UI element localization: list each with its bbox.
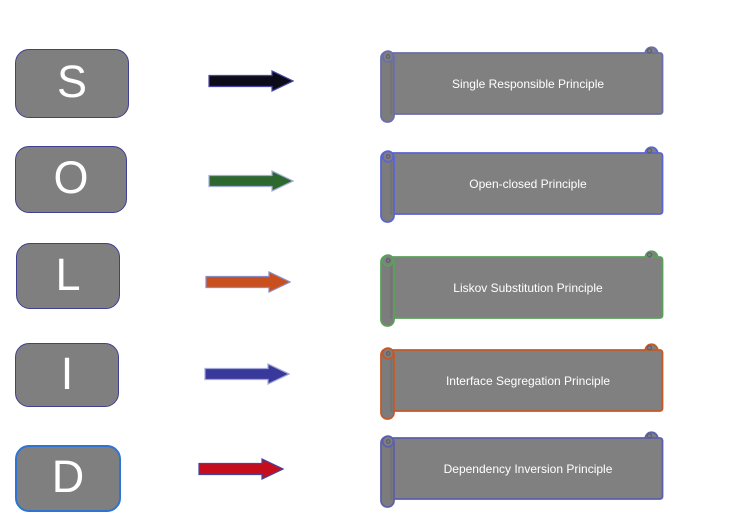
scroll-banner-s: Single Responsible Principle: [380, 44, 664, 124]
letter-box-l: L: [16, 243, 120, 309]
letter-box-i: I: [15, 343, 119, 407]
scroll-banner-l: Liskov Substitution Principle: [380, 248, 664, 328]
principle-label: Open-closed Principle: [469, 176, 587, 191]
principle-label: Dependency Inversion Principle: [443, 461, 613, 476]
scroll-shape-icon: [380, 343, 664, 420]
right-arrow-icon: [204, 363, 290, 385]
letter-box-o: O: [15, 146, 127, 213]
principle-label: Single Responsible Principle: [451, 76, 605, 91]
principle-label: Liskov Substitution Principle: [453, 280, 603, 295]
letter-box-s: S: [15, 49, 129, 118]
letter-i-label: I: [60, 347, 74, 399]
right-arrow-icon: [198, 458, 284, 480]
scroll-shape-icon: [380, 46, 664, 123]
scroll-banner-o: Open-closed Principle: [380, 144, 664, 224]
letter-s-label: S: [56, 56, 87, 107]
right-arrow-icon: [205, 271, 291, 293]
scroll-shape-icon: [380, 146, 664, 223]
letter-l-label: L: [55, 248, 81, 300]
letter-d-label: D: [51, 451, 85, 502]
letter-o-label: O: [53, 152, 89, 203]
scroll-banner-i: Interface Segregation Principle: [380, 341, 664, 421]
scroll-shape-icon: [380, 431, 664, 508]
letter-box-d: D: [15, 445, 121, 512]
principle-label: Interface Segregation Principle: [445, 373, 611, 388]
right-arrow-icon: [208, 170, 294, 192]
scroll-banner-d: Dependency Inversion Principle: [380, 429, 664, 509]
scroll-shape-icon: [380, 250, 664, 327]
right-arrow-icon: [208, 70, 294, 92]
